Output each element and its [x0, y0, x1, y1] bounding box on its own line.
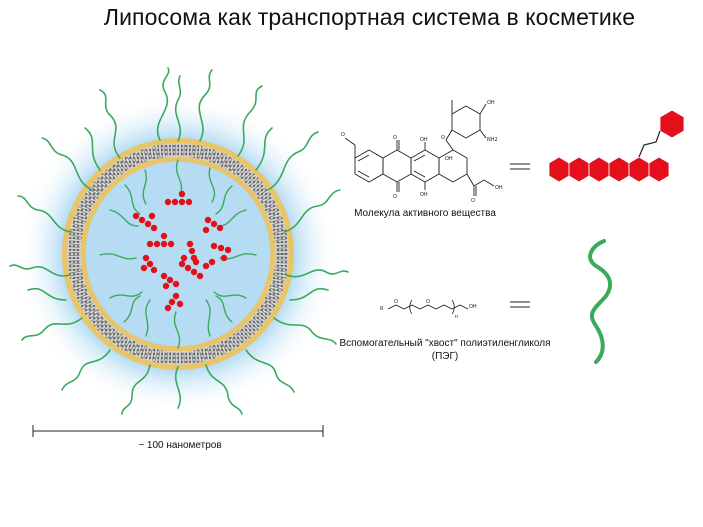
- active-molecule-structure: [344, 100, 495, 196]
- drug-chain: [164, 292, 184, 312]
- drug-chain: [146, 232, 175, 248]
- nh2-label: NH2: [487, 137, 498, 143]
- oh-ring-label: OH: [487, 100, 495, 106]
- peg-labels: R O O n OH: [380, 299, 477, 320]
- drug-chain: [202, 258, 216, 270]
- svg-text:O: O: [393, 194, 397, 200]
- drug-chain: [210, 242, 232, 262]
- encapsulated-drug-molecules: [132, 190, 232, 312]
- oh-tail-label: OH: [495, 185, 503, 191]
- drug-chain: [180, 240, 198, 262]
- outer-peg-tails: [9, 67, 349, 415]
- oh-bottom-label: OH: [420, 192, 428, 198]
- drug-chain: [164, 190, 193, 206]
- liposome-core: [86, 162, 270, 346]
- svg-text:O: O: [393, 135, 397, 141]
- equals-sign: [510, 301, 530, 308]
- n-label: n: [455, 314, 458, 320]
- drug-chain: [132, 212, 158, 232]
- drug-symbol-linker: [638, 130, 661, 158]
- scale-bar: [32, 425, 324, 437]
- equals-sign: [510, 163, 530, 170]
- drug-chain: [202, 216, 224, 234]
- r-label: R: [380, 306, 384, 312]
- oh-top-label: OH: [420, 137, 428, 143]
- page-title: Липосома как транспортная система в косм…: [103, 4, 636, 30]
- oh-mid-label: OH: [445, 156, 453, 162]
- svg-text:O: O: [394, 299, 398, 305]
- drug-symbol-hexagons: [548, 109, 685, 183]
- drug-chain: [178, 258, 204, 280]
- peg-tail-symbol: [588, 239, 613, 364]
- peg-caption-line2: (ПЭГ): [431, 351, 459, 362]
- peg-structure: [387, 299, 469, 315]
- peg-caption: Вспомогательный "хвост" полиэтиленгликол…: [330, 337, 560, 363]
- peg-oh-label: OH: [469, 304, 477, 310]
- active-molecule-labels: O O O OH OH O OH O OH OH NH2: [341, 100, 503, 204]
- svg-text:O: O: [426, 299, 430, 305]
- svg-text:O: O: [441, 135, 445, 141]
- drug-chain: [160, 272, 180, 290]
- peg-caption-line1: Вспомогательный "хвост" полиэтиленгликол…: [339, 338, 551, 349]
- drug-chain: [140, 254, 158, 274]
- active-molecule-caption: Молекула активного вещества: [354, 208, 496, 219]
- inner-peg-tails: [99, 159, 257, 349]
- svg-text:O: O: [471, 198, 475, 204]
- scale-label: ~ 100 нанометров: [138, 440, 222, 451]
- svg-text:O: O: [341, 132, 345, 138]
- lipid-bilayer-lines: [68, 144, 288, 364]
- liposome: [9, 67, 349, 415]
